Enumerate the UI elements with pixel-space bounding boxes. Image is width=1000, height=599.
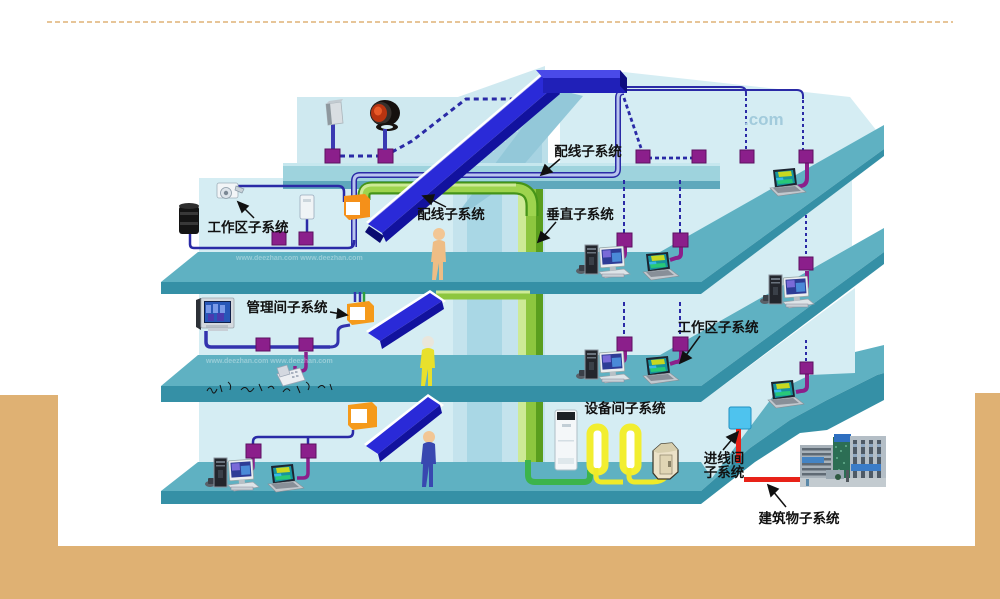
svg-text:配线子系统: 配线子系统 xyxy=(417,206,485,222)
svg-text:设备间子系统: 设备间子系统 xyxy=(585,400,666,416)
svg-text:www.deezhan.com www.deezhan.c: www.deezhan.com www.deezhan.com xyxy=(205,358,333,365)
svg-text:垂直子系统: 垂直子系统 xyxy=(546,206,614,222)
svg-text:配线子系统: 配线子系统 xyxy=(554,143,622,159)
svg-text:工作区子系统: 工作区子系统 xyxy=(678,319,759,335)
svg-text:工作区子系统: 工作区子系统 xyxy=(208,219,289,235)
svg-text:进线间: 进线间 xyxy=(704,450,745,466)
svg-text:www.deezhan.com www.deezhan.c: www.deezhan.com www.deezhan.com xyxy=(235,255,363,262)
svg-text:子系统: 子系统 xyxy=(704,464,745,480)
svg-text:管理间子系统: 管理间子系统 xyxy=(247,299,328,315)
svg-text:建筑物子系统: 建筑物子系统 xyxy=(758,510,840,526)
svg-text:.com: .com xyxy=(744,110,784,129)
